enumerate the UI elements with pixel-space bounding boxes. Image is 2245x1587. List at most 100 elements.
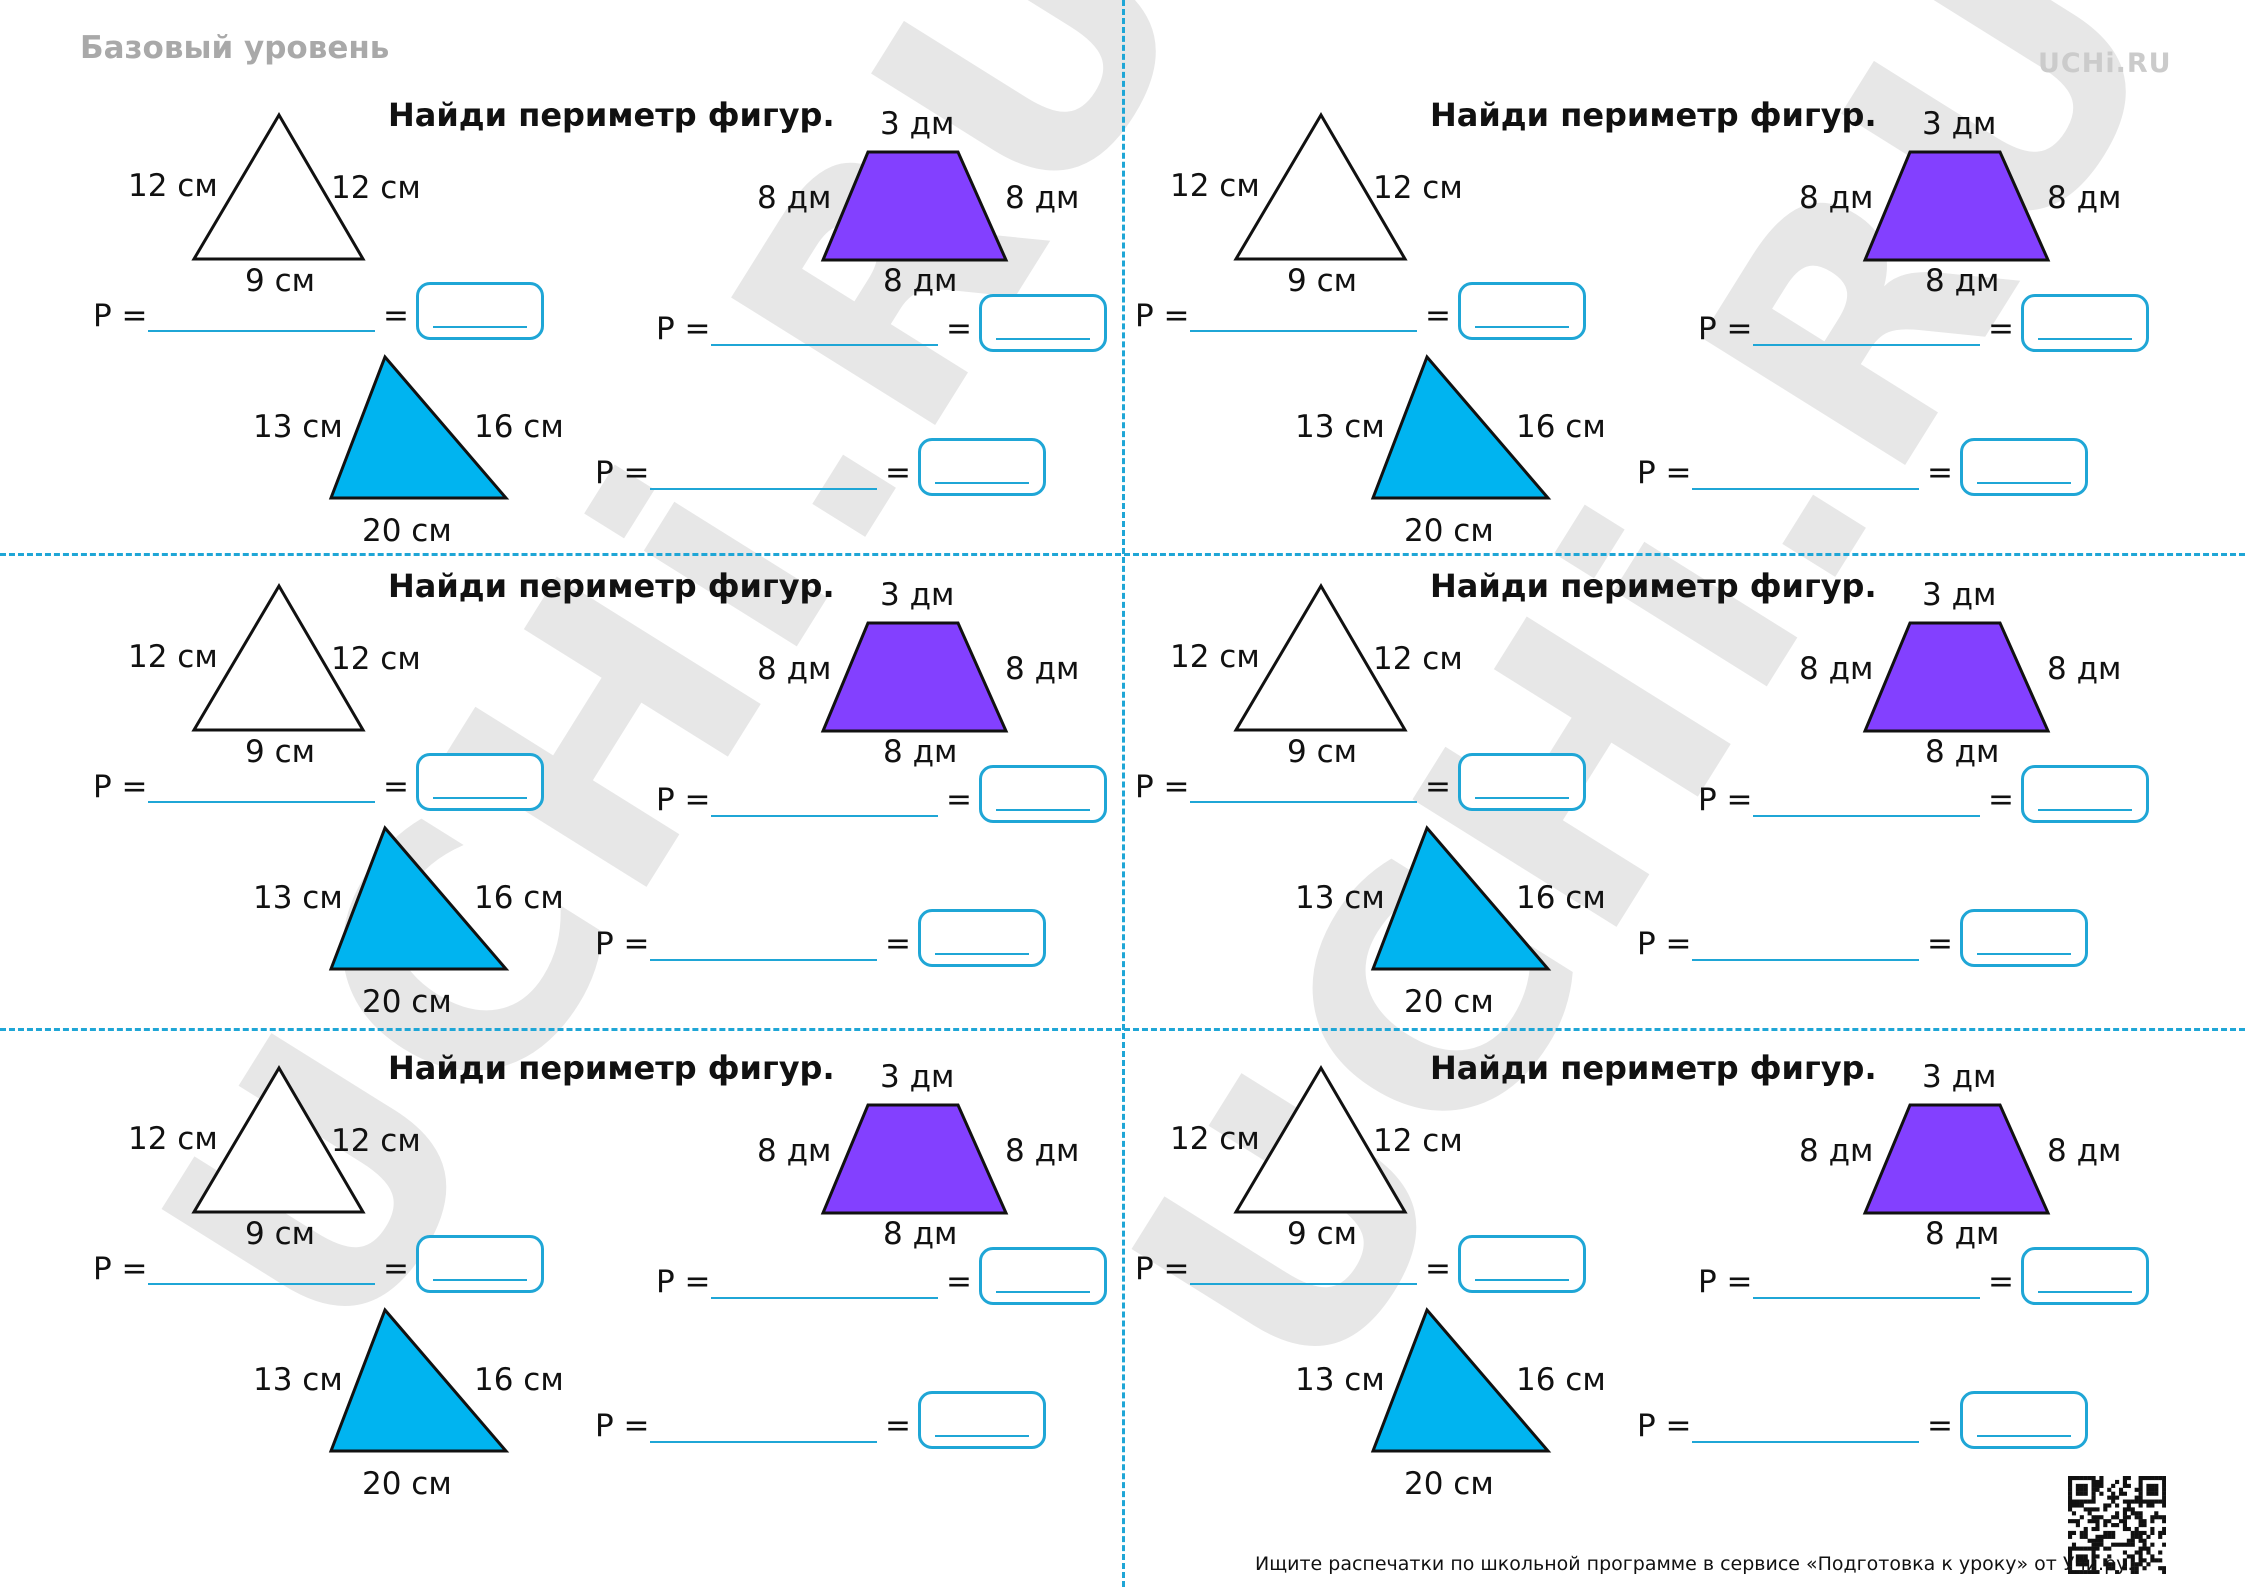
card-title: Найди периметр фигур. [388,1049,835,1087]
formula-blank-line [1190,1283,1417,1285]
triangle-blue-left-label: 13 см [1295,880,1385,916]
trapezoid-top-label: 3 дм [1922,106,1997,142]
formula-equals: = [885,455,911,491]
cut-line-horizontal-2 [0,1028,2245,1031]
triangle-blue-shape [1370,825,1552,971]
formula-equals: = [383,298,409,334]
triangle-white-polygon [191,1065,366,1214]
formula-blank-line [1753,344,1980,346]
trapezoid-shape [1862,621,2051,733]
triangle-blue-right-label: 16 см [1516,409,1606,445]
answer-box[interactable] [979,294,1107,352]
trapezoid-polygon [1862,1103,2051,1215]
trapezoid-right-label: 8 дм [2047,651,2122,687]
formula-prefix: P = [1637,926,1692,962]
answer-box[interactable] [2021,765,2149,823]
logo: UCHi.RU [2038,48,2172,79]
answer-box[interactable] [416,753,544,811]
cut-line-horizontal-1 [0,553,2245,556]
triangle-white-bottom-label: 9 см [245,1216,316,1252]
triangle-blue-polygon [1370,1307,1552,1453]
card-title: Найди периметр фигур. [1430,96,1877,134]
answer-box[interactable] [416,282,544,340]
formula-blank-line [1692,1441,1919,1443]
formula-blank-line [711,815,938,817]
trapezoid-right-label: 8 дм [1005,1133,1080,1169]
card-4: Найди периметр фигур. 12 см 12 см 9 см P… [1042,471,2164,1020]
answer-box[interactable] [2021,1247,2149,1305]
triangle-blue-polygon [328,825,510,971]
answer-box[interactable] [2021,294,2149,352]
formula-blank-line [650,488,877,490]
trapezoid-left-label: 8 дм [1799,651,1874,687]
formula-equals: = [383,1251,409,1287]
triangle-white-bottom-label: 9 см [1287,1216,1358,1252]
triangle-blue-left-label: 13 см [253,880,343,916]
answer-box[interactable] [1960,1391,2088,1449]
cut-line-vertical [1122,0,1125,1587]
trapezoid-left-label: 8 дм [757,180,832,216]
triangle-white-shape [191,1065,366,1214]
triangle-blue-right-label: 16 см [1516,1362,1606,1398]
formula-prefix: P = [93,298,148,334]
formula-prefix: P = [93,769,148,805]
trapezoid-top-label: 3 дм [880,577,955,613]
formula-prefix: P = [656,1264,711,1300]
formula-equals: = [1927,455,1953,491]
formula-prefix: P = [656,782,711,818]
formula-equals: = [1988,1264,2014,1300]
trapezoid-shape [820,1103,1009,1215]
formula-equals: = [1425,298,1451,334]
triangle-blue-bottom-label: 20 см [362,1466,452,1502]
trapezoid-polygon [1862,150,2051,262]
formula-prefix: P = [595,926,650,962]
triangle-blue-bottom-label: 20 см [1404,1466,1494,1502]
answer-box[interactable] [918,438,1046,496]
trapezoid-left-label: 8 дм [757,651,832,687]
answer-box[interactable] [918,909,1046,967]
trapezoid-polygon [820,621,1009,733]
formula-blank-line [148,330,375,332]
triangle-white-right-label: 12 см [331,170,421,206]
formula-equals: = [1988,311,2014,347]
answer-box[interactable] [1458,282,1586,340]
answer-box[interactable] [1960,438,2088,496]
formula-equals: = [946,311,972,347]
trapezoid-right-label: 8 дм [1005,651,1080,687]
triangle-blue-left-label: 13 см [253,409,343,445]
triangle-white-polygon [1233,112,1408,261]
answer-box[interactable] [1458,1235,1586,1293]
card-title: Найди периметр фигур. [1430,567,1877,605]
triangle-white-shape [191,112,366,261]
answer-box[interactable] [979,765,1107,823]
triangle-blue-shape [328,825,510,971]
triangle-blue-shape [1370,354,1552,500]
triangle-white-bottom-label: 9 см [1287,263,1358,299]
formula-blank-line [1692,488,1919,490]
formula-equals: = [885,1408,911,1444]
triangle-blue-right-label: 16 см [474,880,564,916]
formula-prefix: P = [1637,1408,1692,1444]
formula-blank-line [650,1441,877,1443]
answer-box[interactable] [918,1391,1046,1449]
trapezoid-bottom-label: 8 дм [1925,1216,2000,1252]
trapezoid-left-label: 8 дм [1799,1133,1874,1169]
formula-prefix: P = [1698,311,1753,347]
trapezoid-left-label: 8 дм [1799,180,1874,216]
formula-prefix: P = [1698,782,1753,818]
triangle-white-bottom-label: 9 см [1287,734,1358,770]
answer-box[interactable] [416,1235,544,1293]
triangle-white-polygon [1233,583,1408,732]
triangle-white-polygon [1233,1065,1408,1214]
triangle-white-polygon [191,583,366,732]
answer-box[interactable] [1458,753,1586,811]
triangle-white-left-label: 12 см [128,1121,218,1157]
answer-box[interactable] [1960,909,2088,967]
trapezoid-shape [1862,150,2051,262]
triangle-blue-polygon [1370,825,1552,971]
trapezoid-polygon [1862,621,2051,733]
triangle-white-right-label: 12 см [331,641,421,677]
answer-box[interactable] [979,1247,1107,1305]
footer-text: Ищите распечатки по школьной программе в… [1255,1553,2134,1575]
formula-equals: = [1927,1408,1953,1444]
